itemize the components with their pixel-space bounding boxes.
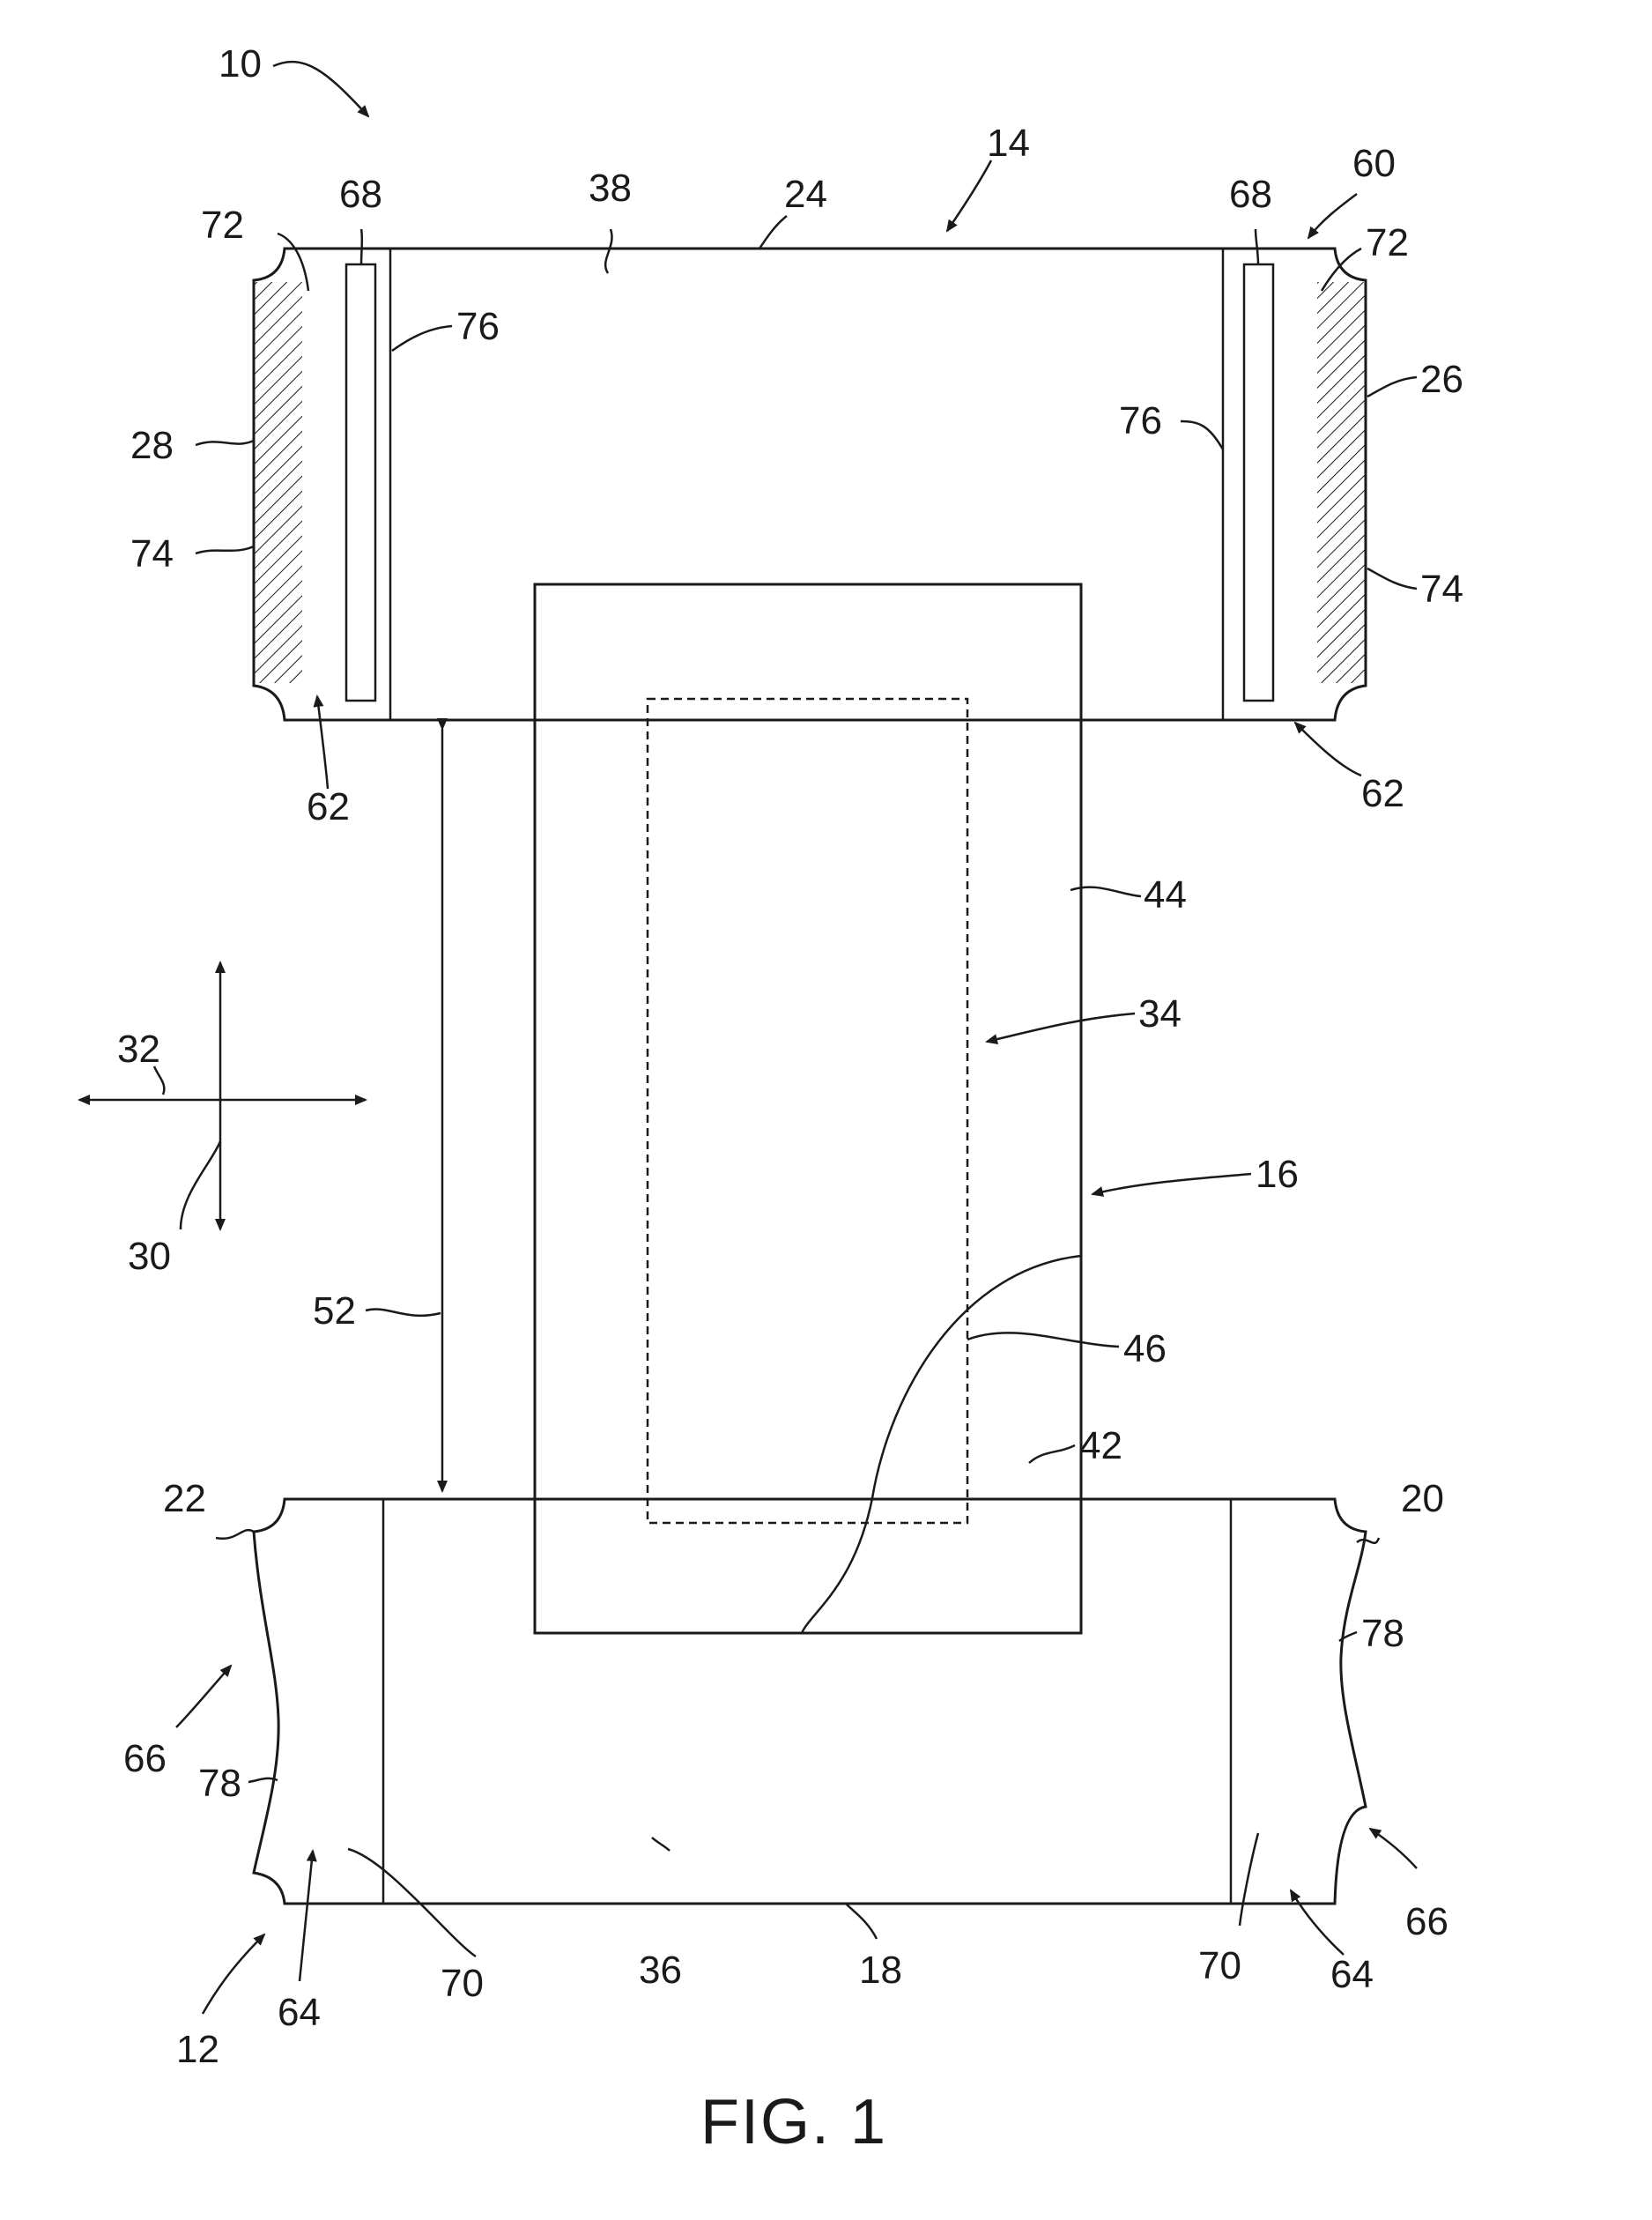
absorbent-core-34 xyxy=(648,699,967,1523)
label-20: 20 xyxy=(1401,1477,1444,1520)
label-44: 44 xyxy=(1144,873,1187,917)
label-70-left: 70 xyxy=(441,1962,484,2005)
label-78-right: 78 xyxy=(1361,1612,1404,1655)
label-46: 46 xyxy=(1123,1327,1167,1370)
label-70-right: 70 xyxy=(1198,1944,1241,1987)
label-16: 16 xyxy=(1256,1153,1299,1196)
label-72-right: 72 xyxy=(1366,221,1409,264)
front-panel xyxy=(254,1499,1366,1904)
label-66-right: 66 xyxy=(1405,1900,1448,1943)
reference-labels: 10 14 24 38 60 68 68 72 72 76 76 28 26 7… xyxy=(117,42,1463,2071)
figure-caption: FIG. 1 xyxy=(700,2087,887,2157)
leader-lines xyxy=(154,62,1417,2014)
label-64-right: 64 xyxy=(1330,1953,1374,1996)
label-36: 36 xyxy=(639,1949,682,1992)
chassis-outer xyxy=(535,584,1081,1633)
label-74-left: 74 xyxy=(130,532,174,575)
label-10: 10 xyxy=(219,42,262,85)
label-30: 30 xyxy=(128,1235,171,1278)
label-62-right: 62 xyxy=(1361,772,1404,815)
label-24: 24 xyxy=(784,173,827,216)
label-64-left: 64 xyxy=(278,1991,321,2034)
label-68-right: 68 xyxy=(1229,173,1272,216)
label-22: 22 xyxy=(163,1477,206,1520)
label-42: 42 xyxy=(1079,1424,1122,1467)
label-76-left: 76 xyxy=(456,305,500,348)
label-14: 14 xyxy=(987,122,1030,165)
label-68-left: 68 xyxy=(339,173,382,216)
label-26: 26 xyxy=(1420,358,1463,401)
label-78-left: 78 xyxy=(198,1762,241,1805)
label-62-left: 62 xyxy=(307,785,350,828)
label-12: 12 xyxy=(176,2028,219,2071)
label-66-left: 66 xyxy=(123,1737,167,1780)
label-60: 60 xyxy=(1352,142,1396,185)
label-74-right: 74 xyxy=(1420,568,1463,611)
back-panel xyxy=(254,249,1366,720)
right-strip-68 xyxy=(1244,264,1273,701)
label-28: 28 xyxy=(130,424,174,467)
label-76-right: 76 xyxy=(1119,399,1162,442)
label-32: 32 xyxy=(117,1028,160,1071)
right-hatched-fastener xyxy=(1317,282,1366,683)
label-34: 34 xyxy=(1138,992,1182,1036)
label-52: 52 xyxy=(313,1289,356,1333)
left-hatched-fastener xyxy=(254,282,302,683)
label-18: 18 xyxy=(859,1949,902,1992)
left-strip-68 xyxy=(346,264,375,701)
label-72-left: 72 xyxy=(201,204,244,247)
label-38: 38 xyxy=(589,167,632,210)
direction-indicator xyxy=(79,962,366,1229)
